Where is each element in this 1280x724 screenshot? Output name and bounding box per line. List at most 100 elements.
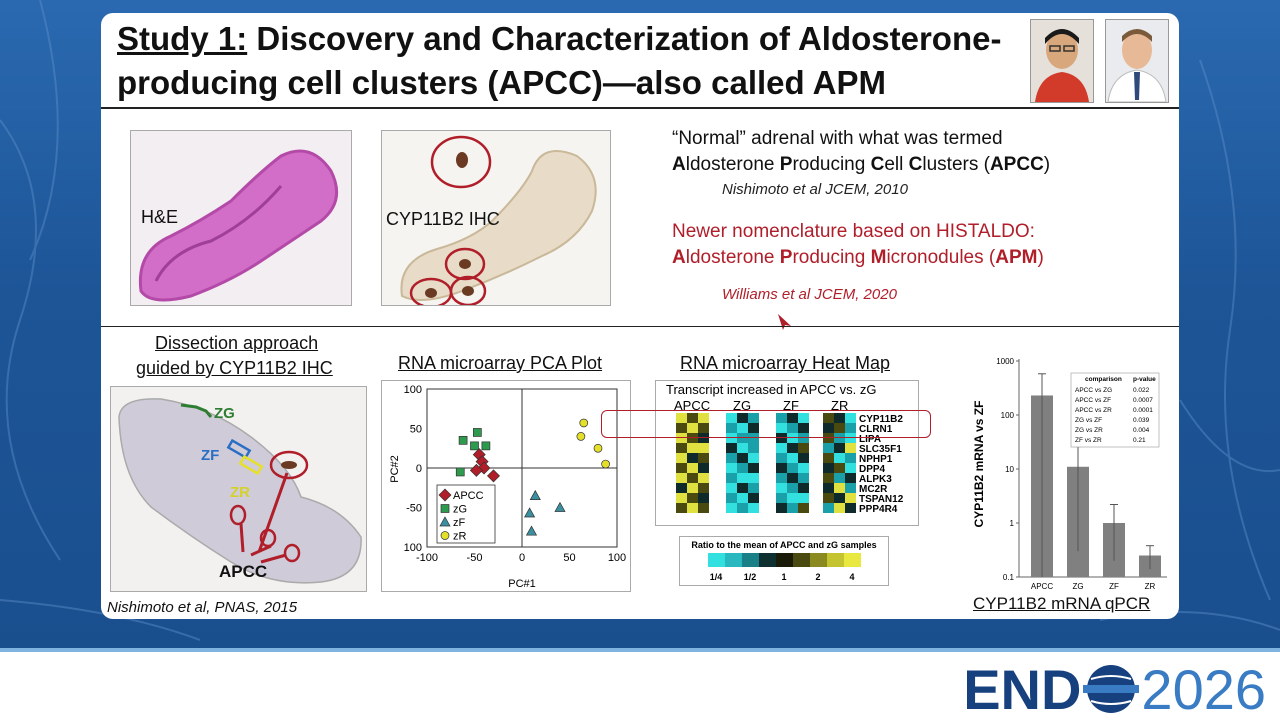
heatmap-cell <box>726 433 737 443</box>
apm-definition: Aldosterone Producing Micronodules (APM) <box>672 247 1044 269</box>
heatmap-cell <box>787 473 798 483</box>
heatmap-cell <box>726 453 737 463</box>
cursor-pointer-icon <box>778 314 791 330</box>
pca-legend-label: zF <box>453 517 466 529</box>
pca-point-zg <box>458 435 468 445</box>
heatmap-cell <box>834 413 845 423</box>
pca-point-zr <box>579 418 589 428</box>
title-prefix: Study 1: <box>117 20 248 57</box>
heatmap-cell <box>726 443 737 453</box>
heatmap-cell <box>823 503 834 513</box>
heatmap-cell <box>787 443 798 453</box>
apm-word-p: roducing <box>792 247 871 268</box>
apcc-label: APCC <box>219 562 268 581</box>
qpcr-y-tick-label: 10 <box>1005 465 1014 474</box>
heatmap-cell <box>823 433 834 443</box>
heatmap-cell <box>698 483 709 493</box>
heatmap-cell <box>823 463 834 473</box>
pca-legend-label: zR <box>453 531 467 543</box>
apcc-close: ) <box>1043 154 1051 175</box>
heatmap-cell <box>726 413 737 423</box>
scale-swatch <box>776 553 793 567</box>
heatmap-cell <box>845 473 856 483</box>
heatmap-cell <box>676 493 687 503</box>
heatmap-cell <box>676 503 687 513</box>
heatmap-cell <box>776 463 787 473</box>
heatmap-gene-label: NPHP1 <box>859 454 893 465</box>
pca-point-zg <box>455 467 465 477</box>
heatmap-cell <box>698 443 709 453</box>
slide-title: Study 1: Discovery and Characterization … <box>117 17 1001 105</box>
pca-x-tick-label: 50 <box>563 552 575 564</box>
globe-icon <box>1083 665 1140 713</box>
heatmap-cell <box>676 413 687 423</box>
heatmap-cell <box>676 433 687 443</box>
heatmap-cell <box>787 493 798 503</box>
apm-abbr: APM <box>995 247 1038 268</box>
heatmap-cell <box>687 423 698 433</box>
apcc-word-c2: lusters ( <box>922 154 990 175</box>
heatmap-cell <box>834 453 845 463</box>
heatmap-gene-label: TSPAN12 <box>859 494 904 505</box>
heatmap-cell <box>823 483 834 493</box>
heatmap-cell <box>834 493 845 503</box>
qpcr-x-tick-label: ZF <box>1109 582 1119 591</box>
pvalue-comparison: ZG vs ZR <box>1075 427 1103 434</box>
heatmap-cell <box>676 453 687 463</box>
heatmap-cell <box>737 493 748 503</box>
apcc-word-a: ldosterone <box>685 154 780 175</box>
heatmap-cell <box>776 453 787 463</box>
apcc-letter-p: P <box>779 154 793 175</box>
dissection-title-2: guided by CYP11B2 IHC <box>136 358 333 378</box>
heatmap-cell <box>698 493 709 503</box>
pca-point-zr <box>593 443 603 453</box>
heatmap-cell <box>798 433 809 443</box>
apcc-word-p: roducing <box>792 154 871 175</box>
scale-tick-label: 1/4 <box>710 572 723 582</box>
heatmap-cell <box>787 413 798 423</box>
pvalue-comparison: APCC vs ZR <box>1075 407 1112 414</box>
heatmap-cell <box>834 503 845 513</box>
heatmap-cell <box>823 423 834 433</box>
ihc-image: CYP11B2 IHC <box>381 130 611 306</box>
qpcr-y-tick-label: 1 <box>1010 519 1015 528</box>
qpcr-y-tick-label: 100 <box>1001 411 1015 420</box>
heatmap-cell <box>834 483 845 493</box>
heatmap-title: RNA microarray Heat Map <box>680 353 891 373</box>
pca-legend-marker-zg <box>440 504 450 513</box>
pca-legend-marker-zf <box>439 516 451 527</box>
scale-tick-label: 1 <box>781 572 786 582</box>
scale-swatch <box>827 553 844 567</box>
heatmap-gene-label: ALPK3 <box>859 474 892 485</box>
heatmap-cell <box>726 463 737 473</box>
normal-adrenal-text: “Normal” adrenal with what was termed <box>672 128 1003 149</box>
heatmap-cell <box>687 413 698 423</box>
heatmap-cell <box>776 493 787 503</box>
heatmap-cell <box>676 443 687 453</box>
pca-y-axis-label: PC#2 <box>389 455 401 483</box>
heatmap-scale: Ratio to the mean of APCC and zG samples… <box>679 536 889 586</box>
heatmap-cell <box>687 483 698 493</box>
qpcr-y-tick-label: 0.1 <box>1003 573 1015 582</box>
heatmap-cell <box>737 473 748 483</box>
heatmap-group-label: APCC <box>674 398 710 413</box>
heatmap-cell <box>698 453 709 463</box>
heatmap-cell <box>845 463 856 473</box>
heatmap-cell <box>676 423 687 433</box>
pca-point-zr <box>601 459 610 469</box>
heatmap-cell <box>698 423 709 433</box>
pca-point-zr <box>576 432 586 441</box>
heatmap-gene-label: CLRN1 <box>859 424 893 435</box>
pca-point-zf <box>524 507 536 518</box>
apcc-citation: Nishimoto et al JCEM, 2010 <box>722 181 908 198</box>
pvalue-value: 0.039 <box>1133 417 1150 424</box>
pca-y-tick-label: -50 <box>406 503 422 515</box>
pvalue-comparison: APCC vs ZG <box>1075 387 1112 394</box>
heatmap-cell <box>834 443 845 453</box>
newer-nomenclature-text: Newer nomenclature based on HISTALDO: <box>672 221 1035 242</box>
pca-y-tick-label: 0 <box>416 463 422 475</box>
heatmap-cell <box>726 473 737 483</box>
heatmap-cell <box>845 423 856 433</box>
